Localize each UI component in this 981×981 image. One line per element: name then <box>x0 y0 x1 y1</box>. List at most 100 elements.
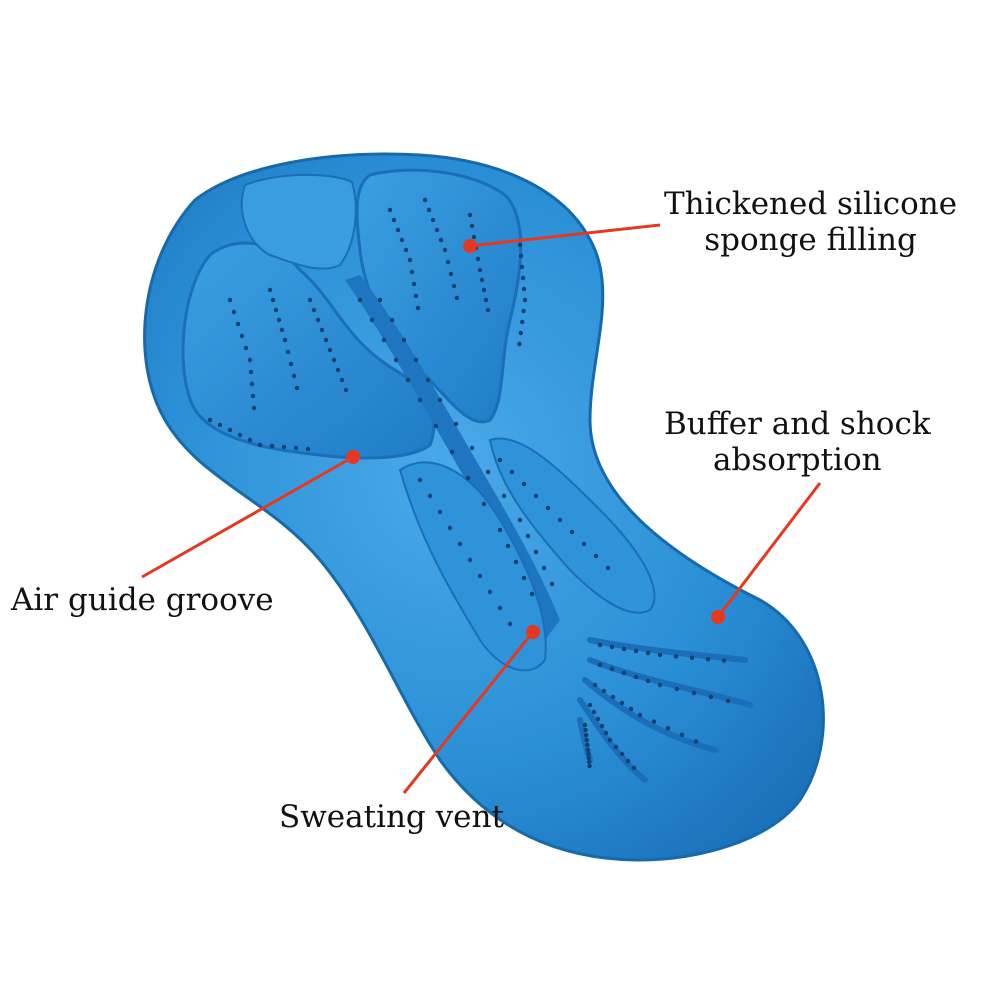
vent-hole <box>521 575 527 581</box>
vent-hole <box>307 297 313 303</box>
vent-hole <box>591 709 597 715</box>
vent-hole <box>465 475 471 481</box>
vent-hole <box>467 557 473 563</box>
vent-hole <box>497 527 503 533</box>
vent-hole <box>529 591 535 597</box>
vent-hole <box>609 666 615 672</box>
vent-hole <box>243 345 249 351</box>
vent-hole <box>705 657 711 662</box>
vent-hole <box>545 505 551 511</box>
vent-hole <box>427 493 433 499</box>
vent-hole <box>625 758 631 764</box>
vent-hole <box>521 481 527 487</box>
vent-hole <box>599 723 605 729</box>
vent-hole <box>621 670 627 676</box>
vent-hole <box>331 357 337 363</box>
vent-hole <box>679 732 685 737</box>
vent-hole <box>457 541 463 547</box>
vent-hole <box>389 317 395 323</box>
vent-hole <box>621 646 627 652</box>
vent-marker <box>526 625 540 639</box>
vent-hole <box>517 341 522 347</box>
vent-hole <box>657 652 663 658</box>
vent-hole <box>273 307 279 313</box>
buffer-label: Buffer and shock absorption <box>664 406 931 478</box>
vent-hole <box>593 553 599 559</box>
vent-hole <box>691 690 697 696</box>
vent-hole <box>628 706 634 712</box>
vent-hole <box>592 682 598 688</box>
buffer-label-line-2: absorption <box>713 442 882 478</box>
vent-hole <box>453 421 459 427</box>
vent-hole <box>674 686 680 692</box>
vent-hole <box>569 529 575 535</box>
vent-hole <box>445 259 451 265</box>
left-cushion <box>181 241 436 460</box>
vent-hole <box>315 317 321 323</box>
vent-hole <box>311 307 317 313</box>
vent-hole <box>607 737 613 743</box>
buffer-marker <box>711 610 725 624</box>
vent-hole <box>413 357 419 363</box>
right-cushion <box>355 168 523 424</box>
vent-hole <box>279 327 285 333</box>
silicone-label-line-1: Thickened silicone <box>664 186 958 222</box>
vent-hole <box>533 493 539 499</box>
vent-hole <box>633 674 639 680</box>
vent-hole <box>276 317 282 323</box>
vent-hole <box>417 477 423 483</box>
vent-hole <box>505 543 511 549</box>
vent-hole <box>520 275 526 281</box>
vent-hole <box>248 369 254 375</box>
vent-hole <box>651 719 657 724</box>
vent-hole <box>597 642 603 648</box>
vent-hole <box>270 297 276 303</box>
vent-hole <box>403 247 409 253</box>
vent-hole <box>437 397 443 403</box>
vent-hole <box>481 287 487 293</box>
vent-hole <box>237 432 243 438</box>
vent-hole <box>485 307 491 313</box>
vent-hole <box>469 445 475 451</box>
vent-hole <box>521 308 526 314</box>
vent-hole <box>665 726 671 731</box>
vent-hole <box>497 605 503 611</box>
vent-hole <box>586 755 591 761</box>
vent-hole <box>411 281 417 287</box>
vent-hole <box>291 373 297 379</box>
vent-hole <box>585 742 590 748</box>
vent-hole <box>525 533 531 539</box>
vent-hole <box>586 751 591 757</box>
vent-hole <box>619 751 625 757</box>
air-groove-label-line-1: Air guide groove <box>11 582 274 618</box>
vent-hole <box>434 227 440 233</box>
vent-hole <box>454 295 460 301</box>
vent-hole <box>597 662 603 668</box>
vent-hole <box>409 269 415 275</box>
vent-hole <box>601 688 607 694</box>
vent-hole <box>391 217 397 223</box>
vent-hole <box>430 217 436 223</box>
vent-hole <box>247 357 253 363</box>
vent-hole <box>282 337 288 343</box>
vent-hole <box>387 207 393 213</box>
vent-hole <box>481 501 487 507</box>
vent-hole <box>267 287 273 293</box>
leader-dots <box>346 239 725 639</box>
vent-hole <box>426 207 432 213</box>
buffer-label-line-1: Buffer and shock <box>664 406 931 442</box>
vent-hole <box>417 397 423 403</box>
vent-hole <box>231 309 237 315</box>
vent-hole <box>438 237 444 243</box>
vent-hole <box>269 443 275 449</box>
vent-hole <box>657 682 663 688</box>
vent-hole <box>447 525 453 531</box>
vent-hole <box>587 702 593 708</box>
vent-hole <box>227 297 233 303</box>
vent-hole <box>487 589 493 595</box>
sweating-vent-label: Sweating vent <box>279 799 504 835</box>
vent-hole <box>433 423 439 429</box>
vent-hole <box>725 698 731 704</box>
vent-hole <box>645 678 651 684</box>
vent-hole <box>319 327 325 333</box>
